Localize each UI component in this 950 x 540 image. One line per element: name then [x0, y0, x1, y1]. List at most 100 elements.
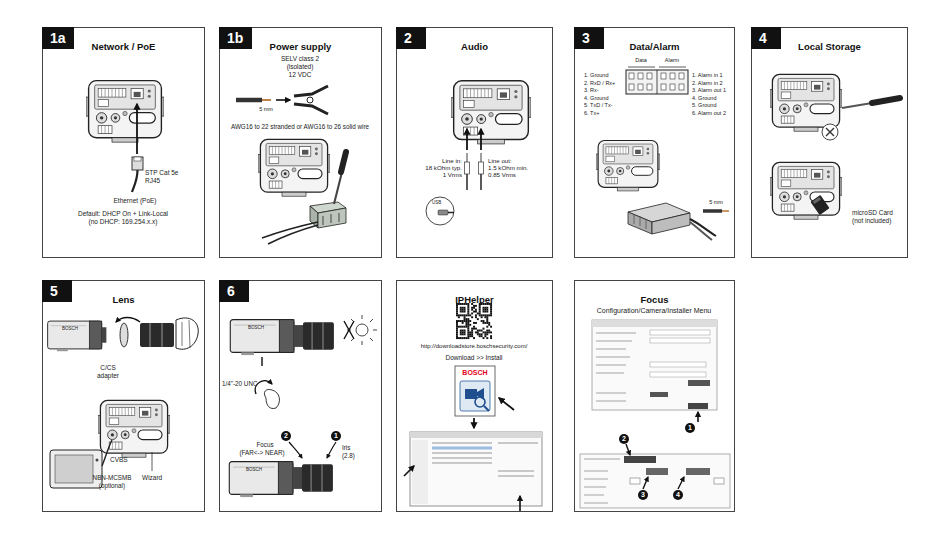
focus-illustration [229, 315, 377, 497]
focus-menu-illustration [596, 356, 630, 358]
focus-menu-illustration [714, 478, 724, 484]
audio-illustration [448, 212, 454, 214]
qr-module [473, 307, 475, 309]
power-illustration [258, 139, 330, 196]
qr-module [456, 311, 458, 313]
network-illustration [86, 81, 164, 192]
qr-module [467, 314, 469, 316]
qr-module [473, 322, 475, 324]
qr-module [465, 337, 467, 339]
network-illustration [134, 157, 141, 161]
pin-name: 5. Ground [692, 102, 716, 108]
storage-illustration [872, 98, 900, 103]
brand-mark: BOSCH [246, 467, 262, 472]
iphelper-illustration [475, 397, 485, 407]
qr-module [462, 311, 464, 313]
power-spec: 12 VDC [289, 71, 312, 78]
qr-module [464, 320, 466, 322]
data-alarm-illustration [661, 84, 666, 90]
qr-module [458, 320, 460, 322]
focus-menu-illustration [678, 477, 684, 489]
qr-module [462, 330, 464, 332]
iphelper-illustration [465, 389, 477, 399]
qr-module [477, 312, 479, 314]
data-alarm-illustration [679, 73, 684, 79]
qr-module [460, 331, 462, 333]
lens-illustration [116, 318, 140, 323]
qr-module [471, 316, 473, 318]
storage-illustration [810, 195, 829, 215]
qr-module [475, 314, 477, 316]
part-name: microSD Card [852, 209, 893, 216]
power-illustration [307, 97, 313, 103]
qr-module [464, 318, 466, 320]
power-spec: (isolated) [287, 63, 314, 70]
focus-illustration [344, 321, 354, 339]
qr-module [477, 331, 479, 333]
qr-module [469, 333, 471, 335]
qr-module [490, 309, 492, 311]
qr-module [462, 331, 464, 333]
qr-module [484, 322, 486, 324]
callout-number: 2 [619, 434, 629, 444]
qr-module [465, 324, 467, 326]
qr-module [467, 305, 469, 307]
qr-module [483, 314, 485, 316]
brand-mark: BOSCH [248, 325, 264, 330]
part-name: C/CS [100, 364, 116, 371]
qr-module [486, 318, 488, 320]
iphelper-illustration [412, 440, 428, 504]
data-alarm-illustration [690, 222, 712, 240]
power-illustration [236, 86, 346, 244]
lens-illustration [102, 440, 112, 466]
qr-module [471, 335, 473, 337]
focus-illustration [356, 324, 368, 336]
qr-module [467, 309, 469, 311]
storage-illustration [826, 128, 834, 136]
focus-menu-illustration [596, 372, 624, 374]
focus-illustration [264, 389, 279, 408]
iphelper-illustration [473, 418, 475, 428]
iphelper-illustration [410, 432, 542, 506]
qr-module [484, 311, 486, 313]
qr-module [465, 318, 467, 320]
qr-module [486, 333, 488, 335]
iphelper-illustration [455, 302, 493, 340]
qr-module [483, 322, 485, 324]
qr-module [490, 335, 492, 337]
qr-module [471, 309, 473, 311]
qr-module [465, 326, 467, 328]
qr-module [467, 335, 469, 337]
iphelper-illustration [432, 442, 538, 477]
qr-module [490, 311, 492, 313]
menu-path: Configuration/Camera/Installer Menu [597, 307, 711, 315]
qr-module [481, 335, 483, 337]
iphelper-illustration [404, 466, 414, 476]
iphelper-illustration [432, 462, 492, 464]
focus-menu-illustration [650, 330, 710, 377]
qr-module [469, 331, 471, 333]
download-url: http://downloadstore.boschsecurity.com/ [421, 343, 528, 350]
qr-module [488, 330, 490, 332]
data-alarm-illustration [670, 73, 675, 79]
audio-spec: 1.5 kOhm min. [488, 164, 528, 171]
step-number: 2 [396, 27, 420, 49]
qr-module [471, 331, 473, 333]
qr-module [486, 337, 488, 339]
step-panel: Focus [574, 280, 735, 512]
power-spec: SELV class 2 [281, 55, 319, 62]
step-number: 4 [751, 27, 775, 49]
qr-module [473, 305, 475, 307]
qr-module [490, 303, 492, 305]
control-note: (FAR<-> NEAR) [239, 449, 284, 456]
qr-module [486, 316, 488, 318]
pin-name: 2. RxD / Rx+ [584, 80, 615, 86]
qr-module [462, 309, 464, 311]
lens-illustration [140, 323, 174, 347]
qr-module [486, 309, 488, 311]
qr-module [467, 322, 469, 324]
data-alarm-illustration [647, 73, 652, 79]
qr-module [486, 331, 488, 333]
qr-module [471, 303, 473, 305]
focus-illustration [229, 462, 333, 497]
